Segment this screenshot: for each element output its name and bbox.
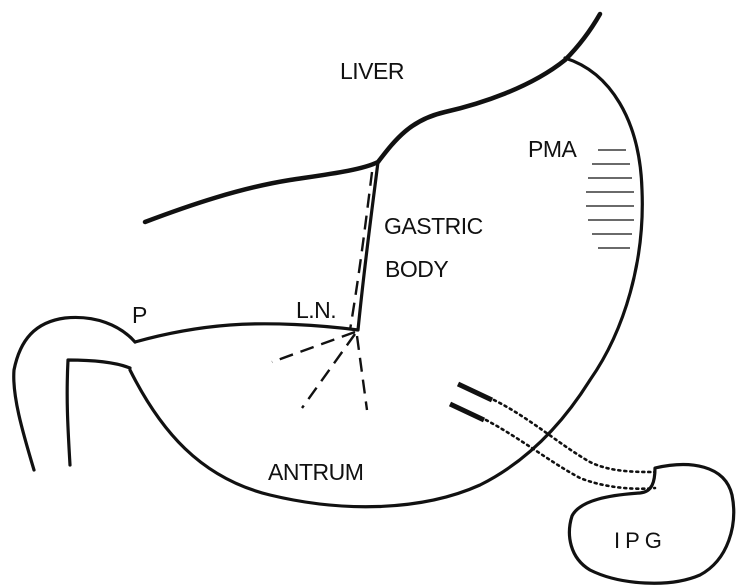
electrode-lead-lower <box>450 404 484 420</box>
electrode-lead-upper <box>458 384 492 400</box>
label-antrum: ANTRUM <box>268 459 363 485</box>
nerve-branch-down <box>357 336 367 410</box>
nerve-branch-left <box>272 332 355 362</box>
duodenum-outer-wall <box>14 317 135 470</box>
lead-wire-lower <box>486 420 655 489</box>
liver-edge <box>145 14 600 222</box>
label-pma: PMA <box>528 136 578 162</box>
pma-hatching <box>586 150 634 248</box>
duodenum-inner-wall <box>67 360 130 465</box>
label-ipg: IPG <box>614 528 667 553</box>
nerve-branch-lower-left <box>302 334 355 408</box>
label-body: BODY <box>385 256 448 282</box>
label-liver: LIVER <box>340 58 404 84</box>
label-pylorus: P <box>132 302 147 328</box>
label-ln: L.N. <box>296 297 336 323</box>
label-gastric: GASTRIC <box>384 213 483 239</box>
stomach-greater-curvature <box>130 58 642 507</box>
